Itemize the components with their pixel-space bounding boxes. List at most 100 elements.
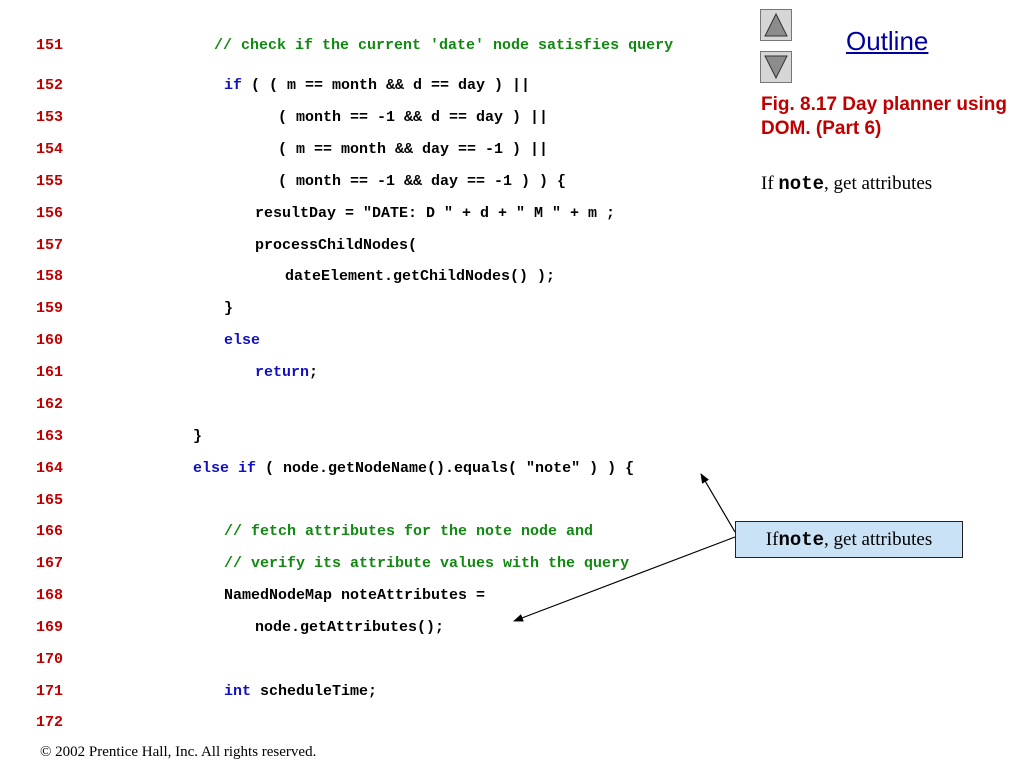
code-text: dateElement.getChildNodes() ); [285,268,555,285]
code-line: 167 // verify its attribute values with t… [0,555,740,579]
code-line: 170 [0,651,740,675]
outline-link[interactable]: Outline [846,26,929,56]
line-number: 151 [36,37,64,54]
line-number: 156 [36,205,64,222]
code-line: 154 ( m == month && day == -1 ) || [0,141,740,165]
line-number: 154 [36,141,64,158]
callout-box: If note, get attributes [735,521,963,558]
code-keyword: int [224,683,252,700]
code-text: ( m == month && day == -1 ) || [278,141,548,158]
code-keyword: if [224,77,243,94]
line-number: 159 [36,300,64,317]
code-token: ( ( m == month && d == day ) || [242,77,531,94]
code-line: 160 else [0,332,740,356]
code-text: resultDay = "DATE: D " + d + " M " + m ; [255,205,615,222]
code-text: if ( ( m == month && d == day ) || [224,77,530,94]
code-token: ( node.getNodeName().equals( "note" ) ) … [256,460,635,477]
code-keyword: else [224,332,261,349]
code-line: 159} [0,300,740,324]
code-token: scheduleTime; [251,683,378,700]
line-number: 157 [36,237,64,254]
callout-code: note [778,528,825,551]
code-text: // fetch attributes for the note node an… [224,523,593,540]
line-number: 167 [36,555,64,572]
line-number: 171 [36,683,64,700]
code-text: node.getAttributes(); [255,619,444,636]
code-token: dateElement.getChildNodes() ); [285,268,556,285]
callout-arrow-to-line-164 [700,473,736,533]
code-line: 164 else if ( node.getNodeName().equals( … [0,460,740,484]
next-slide-button[interactable] [760,51,792,83]
code-text: } [224,300,233,317]
line-number: 158 [36,268,64,285]
code-text: ( month == -1 && d == day ) || [278,109,548,126]
callout-suffix: , get attributes [824,528,933,550]
code-line: 169 node.getAttributes(); [0,619,740,643]
code-line: 157 processChildNodes( [0,237,740,261]
copyright-text: © 2002 Prentice Hall, Inc. All rights re… [40,744,317,760]
line-number: 160 [36,332,64,349]
side-note-suffix: , get attributes [824,173,933,194]
code-text: processChildNodes( [255,237,417,254]
code-line: 168 NamedNodeMap noteAttributes = [0,587,740,611]
code-token: } [224,300,234,317]
line-number: 169 [36,619,64,636]
code-text: ( month == -1 && day == -1 ) ) { [278,173,566,190]
code-token: ; [309,364,319,381]
code-line: 172 [0,714,740,738]
code-comment: // fetch attributes for the note node an… [224,523,594,540]
code-text: else if ( node.getNodeName().equals( "no… [193,460,634,477]
code-line: 153 ( month == -1 && d == day ) || [0,109,740,133]
code-line: 158 dateElement.getChildNodes() ); [0,268,740,292]
triangle-down-icon [764,55,788,80]
side-note-code: note [778,173,825,195]
line-number: 168 [36,587,64,604]
code-text: // check if the current 'date' node sati… [214,37,673,54]
code-token: NamedNodeMap noteAttributes = [224,587,486,604]
callout-arrow-to-line-169 [513,536,736,622]
code-token: ( month == -1 && d == day ) || [278,109,549,126]
line-number: 161 [36,364,64,381]
code-line: 166 // fetch attributes for the note node… [0,523,740,547]
line-number: 162 [36,396,64,413]
triangle-up-icon [764,12,788,37]
code-token: resultDay = "DATE: D " + d + " M " + m ; [255,205,616,222]
code-line: 163} [0,428,740,452]
code-line: 165 [0,492,740,516]
code-line: 171 int scheduleTime; [0,683,740,707]
code-line: 156 resultDay = "DATE: D " + d + " M " + … [0,205,740,229]
line-number: 155 [36,173,64,190]
code-line: 151 // check if the current 'date' node s… [0,37,740,61]
code-token: ( m == month && day == -1 ) || [278,141,549,158]
callout-prefix: If [765,528,779,550]
code-text: } [193,428,202,445]
line-number: 152 [36,77,64,94]
code-text: return; [255,364,318,381]
line-number: 153 [36,109,64,126]
code-line: 155 ( month == -1 && day == -1 ) ) { [0,173,740,197]
code-comment: // check if the current 'date' node sati… [214,37,674,54]
previous-slide-button[interactable] [760,9,792,41]
code-token: } [193,428,203,445]
code-line: 162 [0,396,740,420]
line-number: 166 [36,523,64,540]
line-number: 164 [36,460,64,477]
code-line: 161 return; [0,364,740,388]
line-number: 172 [36,714,64,731]
figure-title: Fig. 8.17 Day planner using DOM. (Part 6… [761,94,1008,139]
code-token: ( month == -1 && day == -1 ) ) { [278,173,567,190]
code-text: // verify its attribute values with the … [224,555,629,572]
side-note: If note, get attributes [761,173,932,195]
code-comment: // verify its attribute values with the … [224,555,630,572]
line-number: 165 [36,492,64,509]
code-text: int scheduleTime; [224,683,377,700]
code-token: node.getAttributes(); [255,619,445,636]
side-note-prefix: If [761,173,779,194]
code-text: NamedNodeMap noteAttributes = [224,587,485,604]
code-line: 152 if ( ( m == month && d == day ) || [0,77,740,101]
line-number: 163 [36,428,64,445]
line-number: 170 [36,651,64,668]
code-keyword: return [255,364,310,381]
code-token: processChildNodes( [255,237,418,254]
